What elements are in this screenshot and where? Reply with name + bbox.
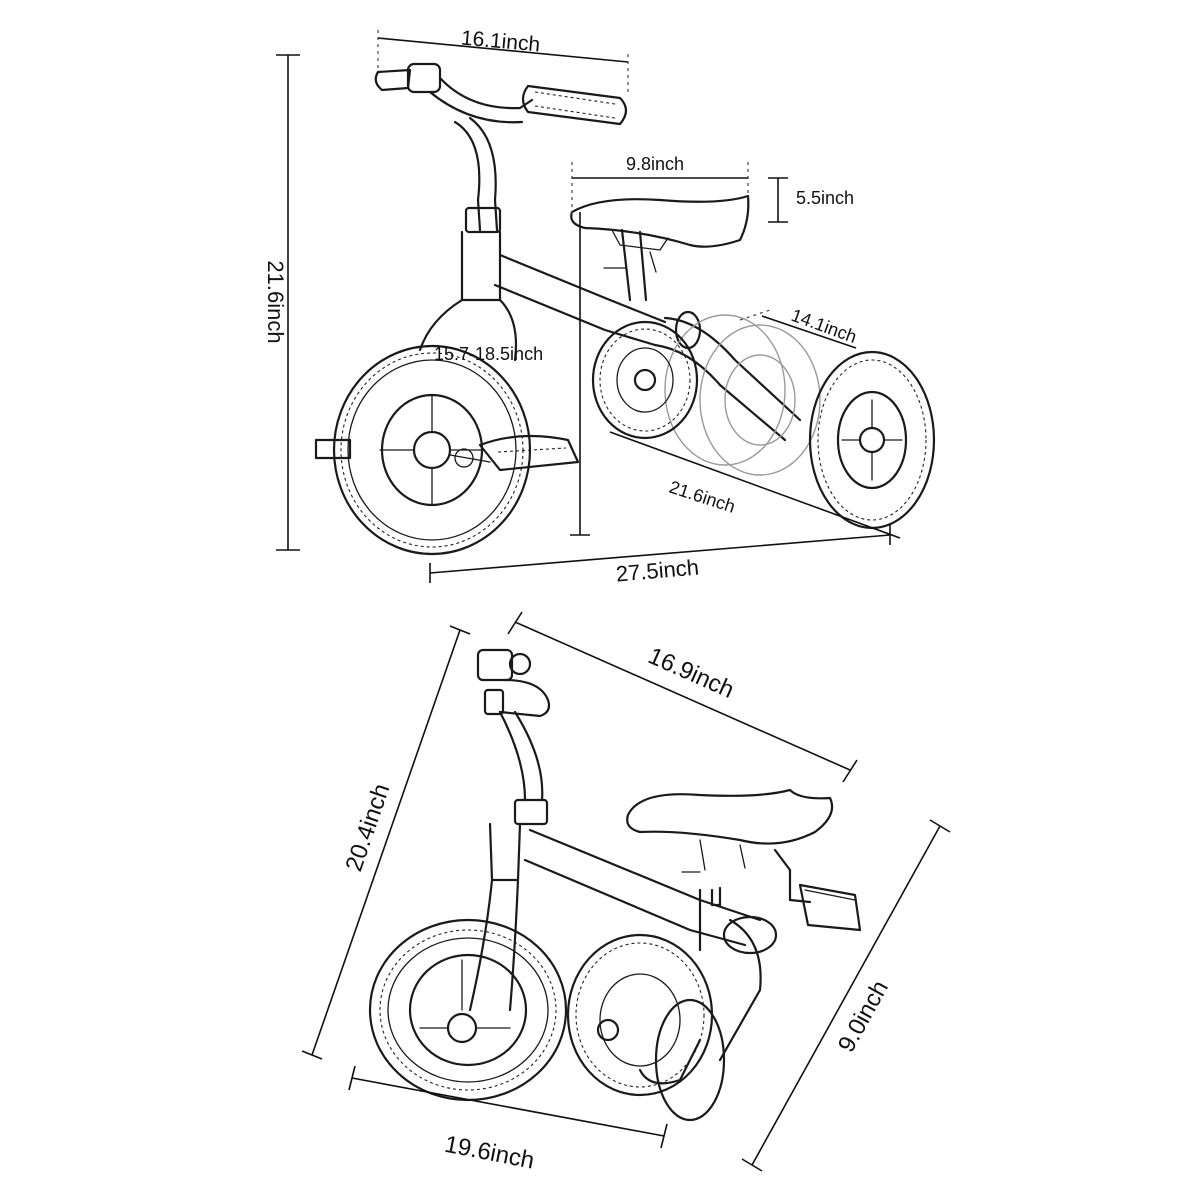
total-height-label: 21.6inch [263,260,288,343]
pedal [314,434,580,472]
rear-wheels [591,314,936,530]
folded-depth-label: 19.6inch [442,1131,536,1175]
seat-range-label: 15.7-18.5inch [434,344,543,364]
folded-bike-drawing: 16.9inch 20.4inch 9.0inch 19.6inch [301,611,951,1175]
folded-seat [626,788,834,871]
assembled-bike-drawing: 16.1inch 21.6inch 9.8inch 5.5inch 14.1in… [263,27,936,587]
rear-width-label: 14.1inch [789,305,860,347]
folded-pedal [773,848,862,932]
folded-height-label: 20.4inch [340,780,395,875]
folded-handlebar [476,648,551,826]
dimension-lines-top [276,30,901,583]
folded-length-label: 16.9inch [644,642,738,704]
front-wheel [332,344,532,556]
dimension-lines-bottom [301,611,951,1172]
seat [570,194,750,273]
seat-height-adjust-label: 5.5inch [796,188,854,208]
folded-frame [468,822,762,1012]
total-length-label: 27.5inch [615,554,700,586]
folded-rear-wheels [566,915,778,1122]
handlebar [374,62,628,234]
folded-front-wheel [368,918,568,1102]
frame [418,228,802,442]
handlebar-width-label: 16.1inch [460,27,541,57]
wheelbase-label: 21.6inch [667,477,738,517]
seat-length-label: 9.8inch [626,154,684,174]
folded-width-label: 9.0inch [833,976,894,1057]
